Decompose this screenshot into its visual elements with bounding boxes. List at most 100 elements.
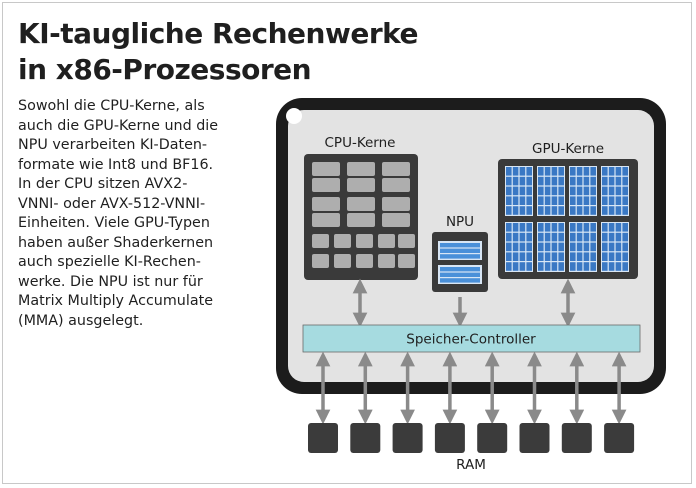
gpu-shader-cell <box>583 242 590 252</box>
gpu-shader-cell <box>544 242 551 252</box>
gpu-shader-cell <box>576 242 583 252</box>
gpu-shader-cell <box>506 262 512 271</box>
chip-corner-marker <box>286 108 302 124</box>
gpu-shader-cell <box>544 206 551 215</box>
gpu-shader-cell <box>615 206 622 215</box>
body-line: Einheiten. Viele GPU-Typen <box>18 215 210 231</box>
cpu-performance-core <box>312 213 340 227</box>
gpu-shader-cell <box>576 262 583 271</box>
gpu-shader-cell <box>558 223 564 232</box>
gpu-shader-cell <box>526 176 532 186</box>
gpu-shader-cell <box>622 186 628 196</box>
gpu-shader-cell <box>576 186 583 196</box>
gpu-label: GPU-Kerne <box>532 141 604 157</box>
ram-module <box>392 423 423 453</box>
gpu-shader-cell <box>506 167 512 176</box>
gpu-shader-cell <box>602 186 608 196</box>
gpu-shader-cell <box>622 262 628 271</box>
ram-module <box>350 423 381 453</box>
npu-mma-cell <box>440 248 480 253</box>
gpu-shader-cell <box>526 196 532 205</box>
gpu-shader-cell <box>506 196 512 205</box>
gpu-shader-cell <box>570 262 576 271</box>
body-line: Matrix Multiply Accumulate <box>18 293 213 309</box>
gpu-shader-cell <box>519 186 526 196</box>
npu-mma-cell <box>440 267 480 272</box>
gpu-shader-cell <box>506 206 512 215</box>
gpu-shader-cell <box>558 252 564 261</box>
cpu-efficiency-core <box>334 234 351 248</box>
cpu-performance-core <box>347 197 375 211</box>
cpu-cores <box>312 162 415 268</box>
gpu-shader-cell <box>544 223 551 232</box>
gpu-shader-cell <box>544 262 551 271</box>
gpu-shader-cell <box>590 262 596 271</box>
gpu-shader-cell <box>608 206 615 215</box>
gpu-shader-cell <box>590 186 596 196</box>
gpu-shader-cell <box>538 242 544 252</box>
gpu-shader-cell <box>576 206 583 215</box>
gpu-shader-cell <box>583 232 590 242</box>
gpu-shader-cell <box>538 206 544 215</box>
cpu-efficiency-core <box>398 234 415 248</box>
gpu-shader-cell <box>512 252 519 261</box>
gpu-shader-cell <box>551 196 558 205</box>
title-line-1: KI-taugliche Rechenwerke <box>18 17 419 50</box>
gpu-shader-cell <box>551 206 558 215</box>
gpu-shader-cell <box>583 206 590 215</box>
gpu-shader-cell <box>526 232 532 242</box>
gpu-shader-cell <box>519 196 526 205</box>
gpu-shader-cell <box>526 186 532 196</box>
gpu-shader-cell <box>544 167 551 176</box>
gpu-shader-cell <box>512 242 519 252</box>
gpu-shader-cell <box>558 232 564 242</box>
cpu-efficiency-core <box>378 234 395 248</box>
gpu-shader-cell <box>608 232 615 242</box>
gpu-shader-cell <box>583 186 590 196</box>
cpu-efficiency-core <box>312 254 329 268</box>
cpu-performance-core <box>312 178 340 192</box>
gpu-shader-cell <box>570 186 576 196</box>
gpu-shader-cell <box>608 262 615 271</box>
gpu-shader-cell <box>526 262 532 271</box>
gpu-shader-cell <box>538 223 544 232</box>
gpu-shader-cell <box>602 167 608 176</box>
gpu-shader-cell <box>570 176 576 186</box>
ram-module <box>477 423 508 453</box>
gpu-shader-cell <box>570 252 576 261</box>
gpu-shader-cell <box>590 223 596 232</box>
cpu-performance-core <box>382 197 410 211</box>
gpu-shader-cell <box>551 252 558 261</box>
gpu-shader-cell <box>602 196 608 205</box>
gpu-shader-cell <box>608 223 615 232</box>
gpu-shader-cell <box>576 232 583 242</box>
ram-arrows <box>315 351 627 425</box>
body-line: auch die GPU-Kerne und die <box>18 117 219 134</box>
title-line-2: in x86-Prozessoren <box>18 53 312 86</box>
gpu-block: GPU-Kerne <box>498 141 638 279</box>
gpu-shader-cell <box>583 223 590 232</box>
cpu-efficiency-core <box>356 234 373 248</box>
gpu-shader-cell <box>608 176 615 186</box>
gpu-shader-cell <box>602 232 608 242</box>
gpu-shader-cell <box>583 252 590 261</box>
gpu-shader-cell <box>506 176 512 186</box>
body-line: Sowohl die CPU-Kerne, als <box>18 98 205 114</box>
npu-mma-cell <box>440 272 480 277</box>
gpu-shader-cell <box>551 176 558 186</box>
gpu-shader-cell <box>538 232 544 242</box>
gpu-shader-cell <box>608 242 615 252</box>
gpu-shader-cell <box>558 167 564 176</box>
npu-block: NPU <box>432 214 488 292</box>
gpu-shader-cell <box>506 242 512 252</box>
gpu-shader-cell <box>583 262 590 271</box>
npu-mma-cell <box>440 243 480 248</box>
gpu-shader-cell <box>615 232 622 242</box>
gpu-shader-cell <box>519 176 526 186</box>
gpu-shader-cell <box>570 167 576 176</box>
gpu-shader-cell <box>512 262 519 271</box>
gpu-shader-cell <box>512 176 519 186</box>
gpu-shader-cell <box>602 242 608 252</box>
body-line: haben außer Shaderkernen <box>18 234 214 251</box>
gpu-shader-cell <box>615 252 622 261</box>
